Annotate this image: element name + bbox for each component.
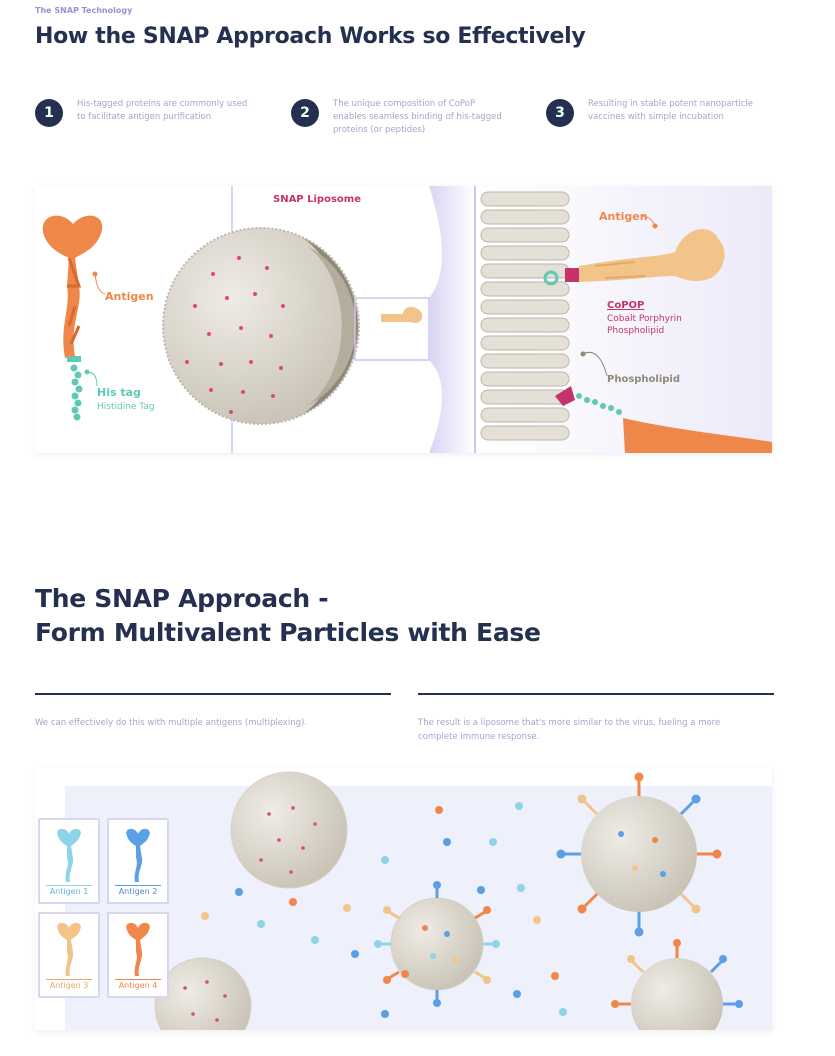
step-text: The unique composition of CoPoP enables …: [333, 99, 502, 135]
step-1: 1 His-tagged proteins are commonly used …: [35, 98, 255, 127]
antigen-card-label: Antigen 1: [49, 887, 89, 896]
virus-top: [556, 772, 722, 937]
antigen-illustration: [42, 215, 103, 362]
immune-response-text: The result is a liposome that's more sim…: [418, 718, 721, 742]
step-number: 1: [35, 99, 63, 127]
copop-label: CoPOP: [607, 300, 644, 311]
his-tag-chain: [70, 364, 83, 421]
phospholipid-label: Phospholipid: [607, 374, 680, 385]
antigen-2-icon: [126, 828, 150, 882]
zoom-antigen-label: Antigen: [599, 210, 648, 223]
virus-bottom: [611, 939, 743, 1030]
antigen-4-icon: [126, 922, 150, 976]
antigen-card-label: Antigen 4: [118, 981, 158, 990]
antigen-card-1: Antigen 1: [38, 818, 100, 904]
bound-antigen: [579, 228, 725, 282]
antigen-card-label: Antigen 2: [118, 887, 158, 896]
antigen-card-2: Antigen 2: [107, 818, 169, 904]
his-tag-sublabel: Histidine Tag: [97, 402, 155, 412]
multivalent-particles-illustration: Antigen 1 Antigen 2 Antigen 3 Antigen 4: [35, 768, 772, 1030]
section2-title-line-2: Form Multivalent Particles with Ease: [35, 618, 541, 647]
free-his-tag: [576, 393, 622, 415]
mechanism-illustration: Antigen His tag Histidine Tag SNAP Lipos…: [42, 186, 772, 453]
multiplexing-text: We can effectively do this with multiple…: [35, 718, 308, 728]
his-tag-label: His tag: [97, 386, 141, 399]
copop-molecule: [543, 268, 579, 406]
liposome-top: [230, 771, 348, 889]
section2-title-line-1: The SNAP Approach -: [35, 584, 329, 613]
divider-right: [418, 693, 774, 695]
snap-liposome: [162, 227, 360, 425]
liposome-label: SNAP Liposome: [273, 194, 361, 205]
antigen-card-4: Antigen 4: [107, 912, 169, 998]
copop-sublabel-1: Cobalt Porphyrin: [607, 314, 682, 324]
step-text: His-tagged proteins are commonly used to…: [77, 99, 248, 122]
step-3: 3 Resulting in stable potent nanoparticl…: [546, 98, 766, 127]
antigen-label: Antigen: [105, 290, 154, 303]
step-number: 2: [291, 99, 319, 127]
antigen-3-icon: [57, 922, 81, 976]
liposome-bottom: [154, 957, 252, 1030]
antigen-card-label: Antigen 3: [49, 981, 89, 990]
free-antigens: [201, 802, 567, 1018]
antigen-card-3: Antigen 3: [38, 912, 100, 998]
step-number: 3: [546, 99, 574, 127]
section2-title: The SNAP Approach - Form Multivalent Par…: [35, 582, 541, 650]
section-eyebrow: The SNAP Technology: [35, 6, 133, 15]
antigen-1-icon: [57, 828, 81, 882]
multivalent-scene: [65, 771, 772, 1030]
step-text: Resulting in stable potent nanoparticle …: [588, 99, 754, 122]
divider-left: [35, 693, 391, 695]
step-2: 2 The unique composition of CoPoP enable…: [291, 98, 503, 137]
multivalent-liposome: [374, 881, 500, 1007]
snap-mechanism-diagram: Antigen His tag Histidine Tag SNAP Lipos…: [35, 186, 772, 453]
section-title: How the SNAP Approach Works so Effective…: [35, 24, 586, 49]
copop-sublabel-2: Phospholipid: [607, 326, 664, 336]
